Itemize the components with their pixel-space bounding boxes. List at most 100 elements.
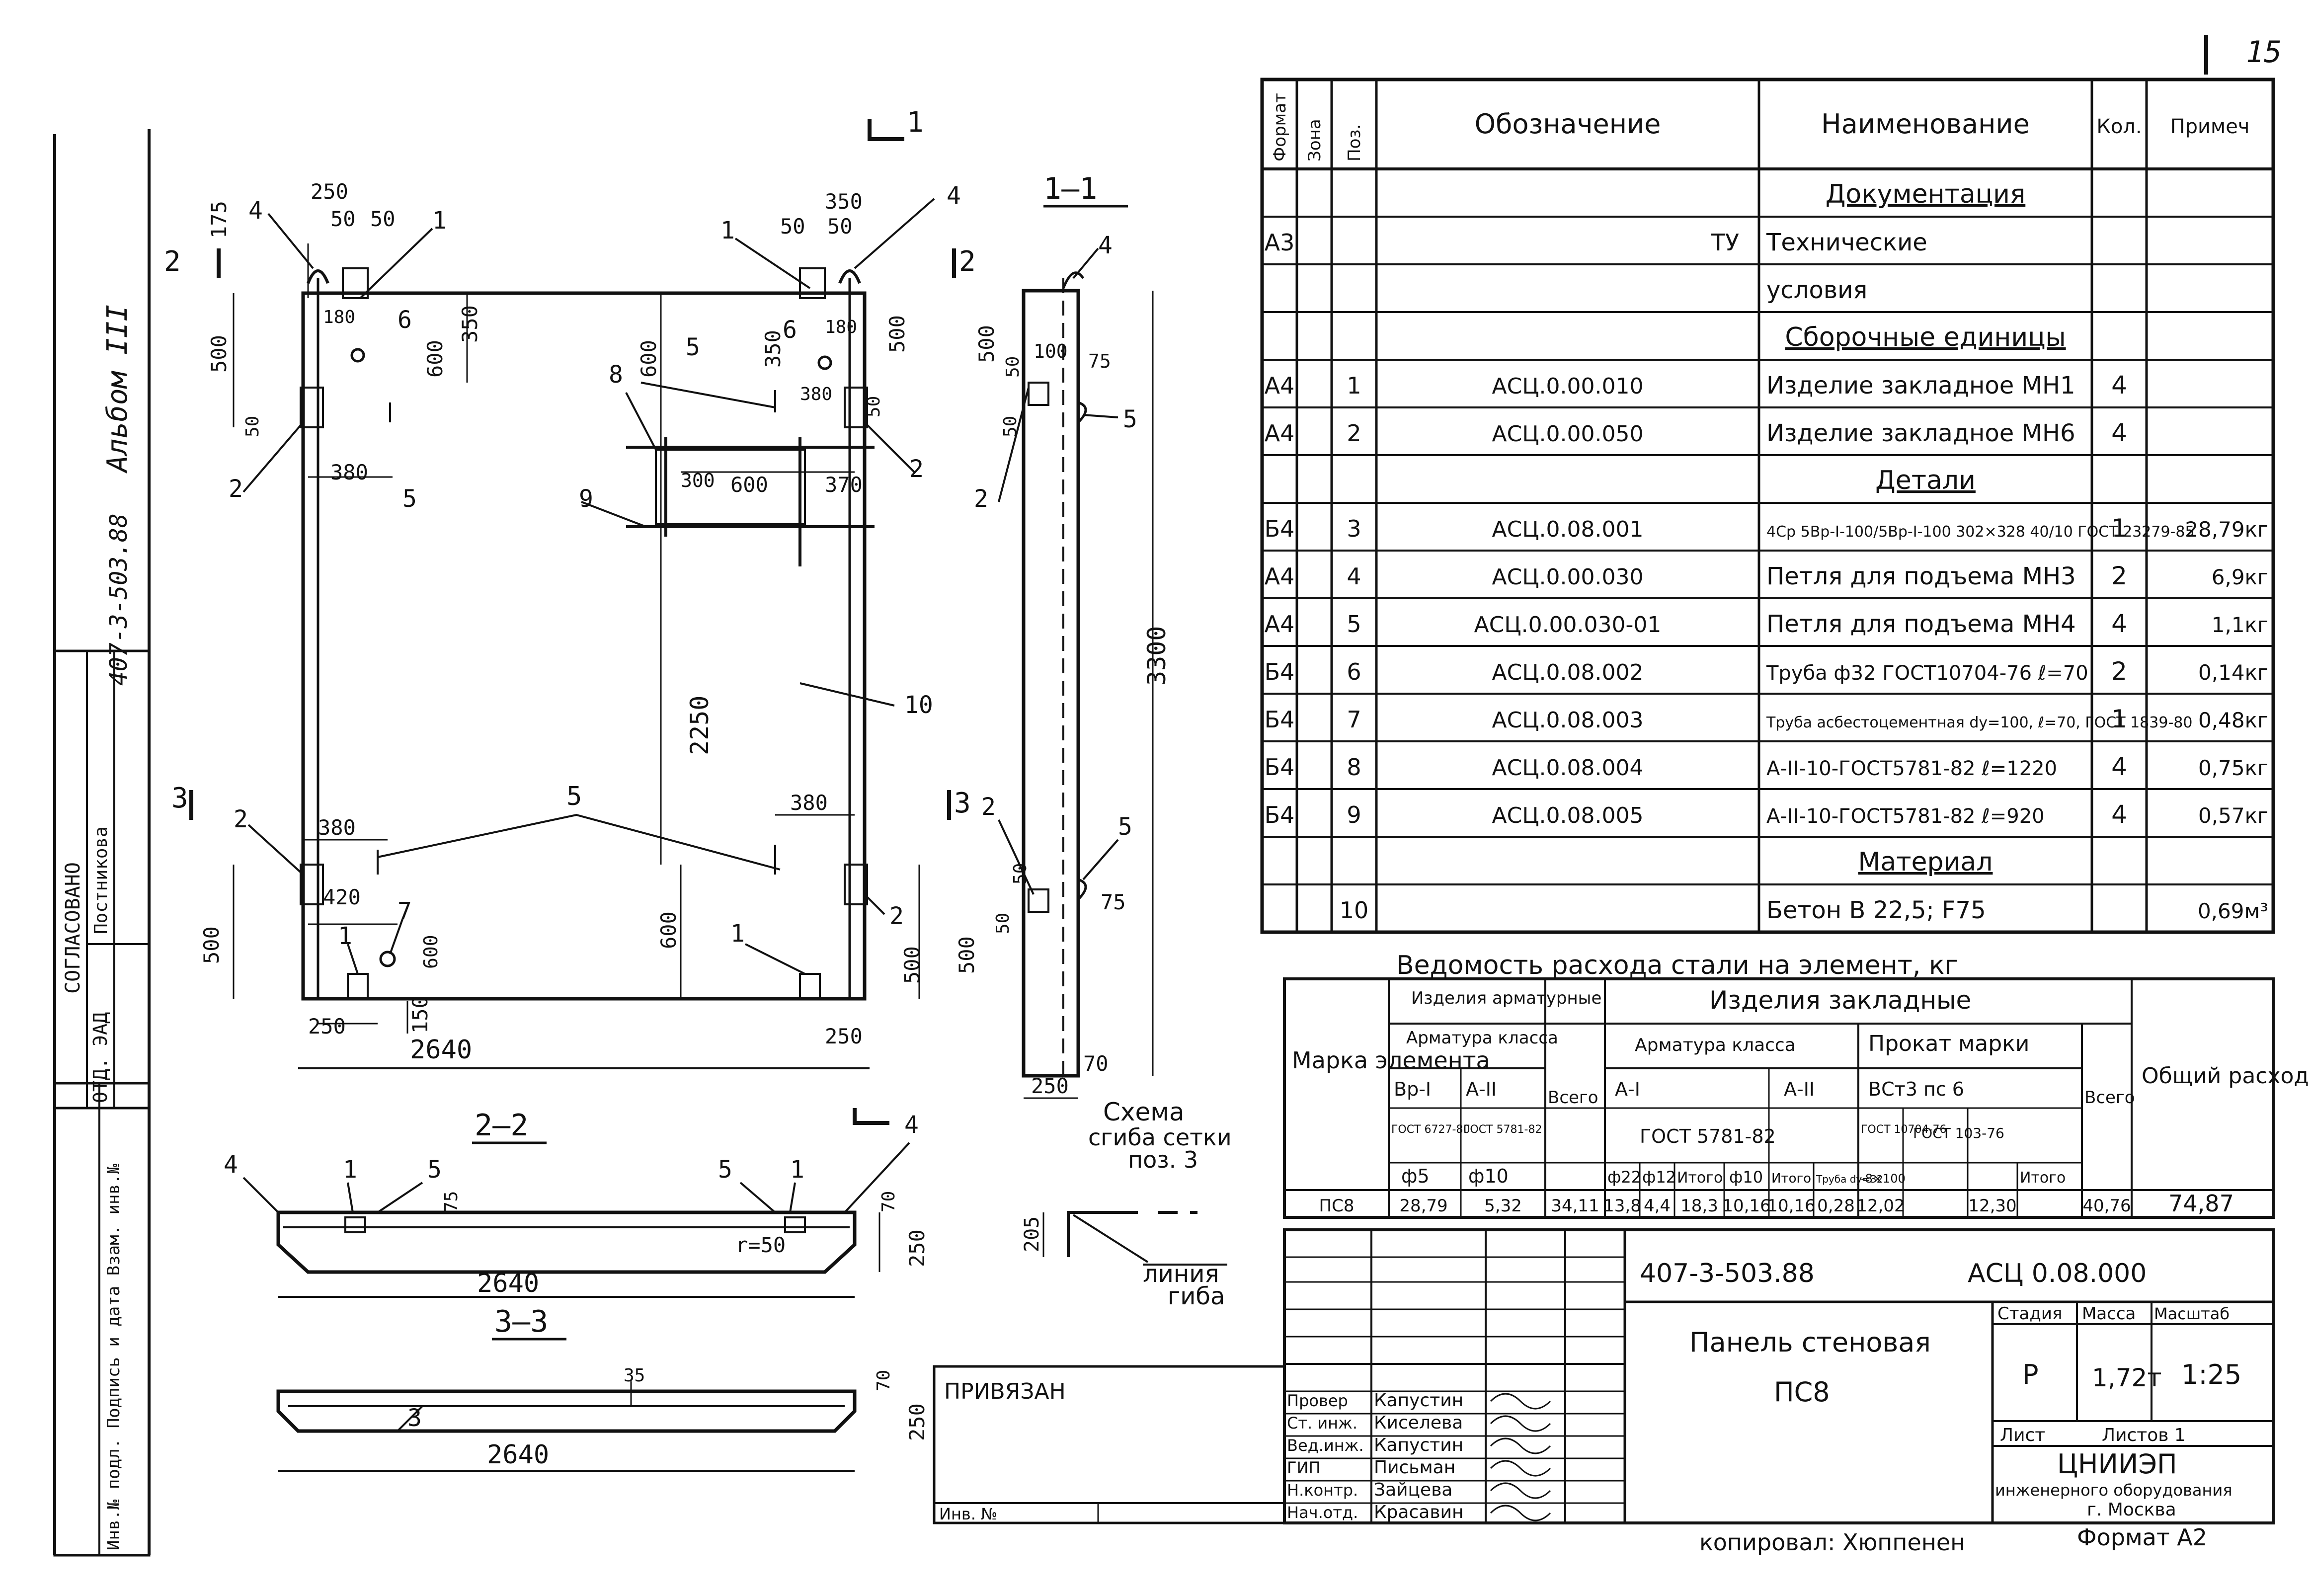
- dim-500-bottom-left: 500: [199, 926, 224, 964]
- dim-2640-s33: 2640: [487, 1440, 549, 1470]
- spec-note: 0,69м³: [2198, 899, 2268, 923]
- dim-350-right: 350: [458, 305, 482, 343]
- dim-50-section-d: 50: [993, 913, 1013, 934]
- st-rebar-items: Изделия арматурные: [1411, 988, 1601, 1008]
- st-itogo2: Итого: [1771, 1171, 1811, 1186]
- s22-pos-5-b: 5: [718, 1156, 732, 1184]
- pos-7: 7: [398, 897, 412, 925]
- steel-table-title: Ведомость расхода стали на элемент, кг: [1396, 951, 1958, 980]
- st-gost-5781b: ГОСТ 5781-82: [1640, 1125, 1776, 1147]
- pos-8: 8: [609, 361, 623, 389]
- spec-qty: 1: [2111, 514, 2127, 543]
- dim-350-top: 350: [825, 189, 863, 214]
- steel-value: 0,28: [1817, 1196, 1855, 1216]
- pos-2-top-right: 2: [909, 455, 924, 483]
- spec-header-6: Примеч: [2170, 115, 2250, 138]
- spec-designation: ТУ: [1711, 229, 1739, 256]
- s11-pos-4: 4: [1098, 232, 1113, 259]
- pos-1-bottom-left: 1: [338, 922, 352, 950]
- spec-name: А-II-10-ГОСТ5781-82 ℓ=920: [1766, 805, 2045, 828]
- section-mark-2-right: 2: [959, 245, 976, 278]
- sheet-number: 15: [2246, 35, 2282, 70]
- dim-250-section: 250: [1031, 1074, 1069, 1098]
- pos-1-top-left: 1: [432, 207, 447, 235]
- spec-name: Технические: [1766, 229, 1927, 256]
- s11-pos-2-b: 2: [981, 793, 996, 821]
- dim-180-a: 180: [323, 307, 355, 327]
- spec-format: Б4: [1265, 515, 1295, 542]
- st-d10: ф10: [1468, 1165, 1509, 1187]
- spec-designation: АСЦ.0.08.004: [1492, 755, 1644, 781]
- spec-designation: АСЦ.0.08.003: [1492, 708, 1644, 733]
- dim-205: 205: [1021, 1216, 1043, 1252]
- section-mark-1: 1: [907, 106, 924, 139]
- dim-380-b: 380: [800, 384, 832, 404]
- spec-note: 0,48кг: [2198, 708, 2268, 732]
- spec-qty: 4: [2111, 371, 2127, 399]
- pos-5-bottom: 5: [566, 782, 582, 811]
- privyazan-label: ПРИВЯЗАН: [944, 1379, 1066, 1404]
- tb-mass: 1,72т: [2092, 1363, 2161, 1392]
- spec-name: Бетон В 22,5; F75: [1766, 896, 1986, 924]
- tb-sheet-label: Лист: [2000, 1425, 2045, 1445]
- st-embedded-items: Изделия закладные: [1709, 986, 1971, 1015]
- tb-sheets-label: Листов 1: [2102, 1425, 2186, 1445]
- spec-format: А4: [1265, 372, 1295, 399]
- bend-line-1: линия: [1143, 1260, 1219, 1288]
- dim-380-a: 380: [330, 460, 368, 484]
- spec-pos: 2: [1347, 420, 1361, 447]
- spec-name: условия: [1766, 276, 1867, 304]
- dim-75-s22: 75: [441, 1191, 462, 1212]
- s22-pos-1-b: 1: [790, 1156, 804, 1184]
- st-d5: ф5: [1401, 1165, 1430, 1187]
- dim-2250: 2250: [685, 696, 714, 755]
- spec-pos: 9: [1347, 801, 1361, 828]
- dim-50-section: 50: [1003, 356, 1023, 378]
- spec-format: Б4: [1265, 754, 1295, 781]
- tb-person: Капустин: [1374, 1435, 1463, 1455]
- spec-pos: 6: [1347, 658, 1361, 685]
- tb-person: Красавин: [1374, 1502, 1463, 1522]
- spec-qty: 4: [2111, 800, 2127, 829]
- s33-pos-3: 3: [407, 1404, 422, 1432]
- spec-name: Труба асбестоцементная dу=100, ℓ=70, ГОС…: [1766, 714, 2192, 731]
- spec-section-title: Сборочные единицы: [1785, 322, 2066, 352]
- inv-no-label: Инв. №: [939, 1505, 997, 1523]
- steel-value: 12,02: [1856, 1196, 1905, 1216]
- title-block: [933, 1228, 2275, 1524]
- st-gost-5781: ГОСТ 5781-82: [1463, 1123, 1542, 1136]
- spec-designation: АСЦ.0.08.002: [1492, 660, 1644, 685]
- dim-600-center: 600: [730, 473, 768, 497]
- spec-qty: 4: [2111, 418, 2127, 447]
- approval-person: Постникова: [91, 826, 111, 934]
- dim-600-top: 600: [423, 340, 447, 378]
- dim-370: 370: [825, 473, 863, 497]
- spec-header-3: Обозначение: [1475, 108, 1661, 140]
- tb-mass-label: Масса: [2082, 1304, 2136, 1324]
- tb-title2: ПС8: [1774, 1376, 1830, 1408]
- dim-2640-s22: 2640: [477, 1269, 539, 1298]
- dim-150: 150: [408, 996, 432, 1034]
- section-mark-3-right: 3: [954, 787, 971, 819]
- spec-pos: 7: [1347, 706, 1361, 733]
- spec-note: 0,75кг: [2198, 756, 2268, 780]
- section-3-3: 3—3: [276, 1304, 857, 1472]
- st-a1: А-I: [1615, 1078, 1640, 1100]
- spec-pos: 1: [1347, 372, 1361, 399]
- st-total-2: Всего: [2084, 1088, 2135, 1108]
- scheme-title-1: Схема: [1103, 1098, 1185, 1126]
- dim-250-s22: 250: [905, 1229, 929, 1267]
- spec-header-0: Формат: [1270, 93, 1290, 161]
- spec-format: Б4: [1265, 706, 1295, 733]
- spec-pos: 5: [1347, 611, 1361, 638]
- spec-note: 1,1кг: [2212, 613, 2268, 637]
- dim-420: 420: [323, 885, 361, 909]
- spec-designation: АСЦ.0.00.050: [1492, 421, 1644, 447]
- spec-format: А4: [1265, 420, 1295, 447]
- main-elevation: [189, 119, 956, 1069]
- dim-380-d: 380: [790, 791, 828, 815]
- spec-format: Б4: [1265, 801, 1295, 828]
- dim-250-bottom-right: 250: [825, 1024, 863, 1048]
- tb-person: Письман: [1374, 1457, 1455, 1478]
- dim-50-right: 50: [864, 396, 884, 417]
